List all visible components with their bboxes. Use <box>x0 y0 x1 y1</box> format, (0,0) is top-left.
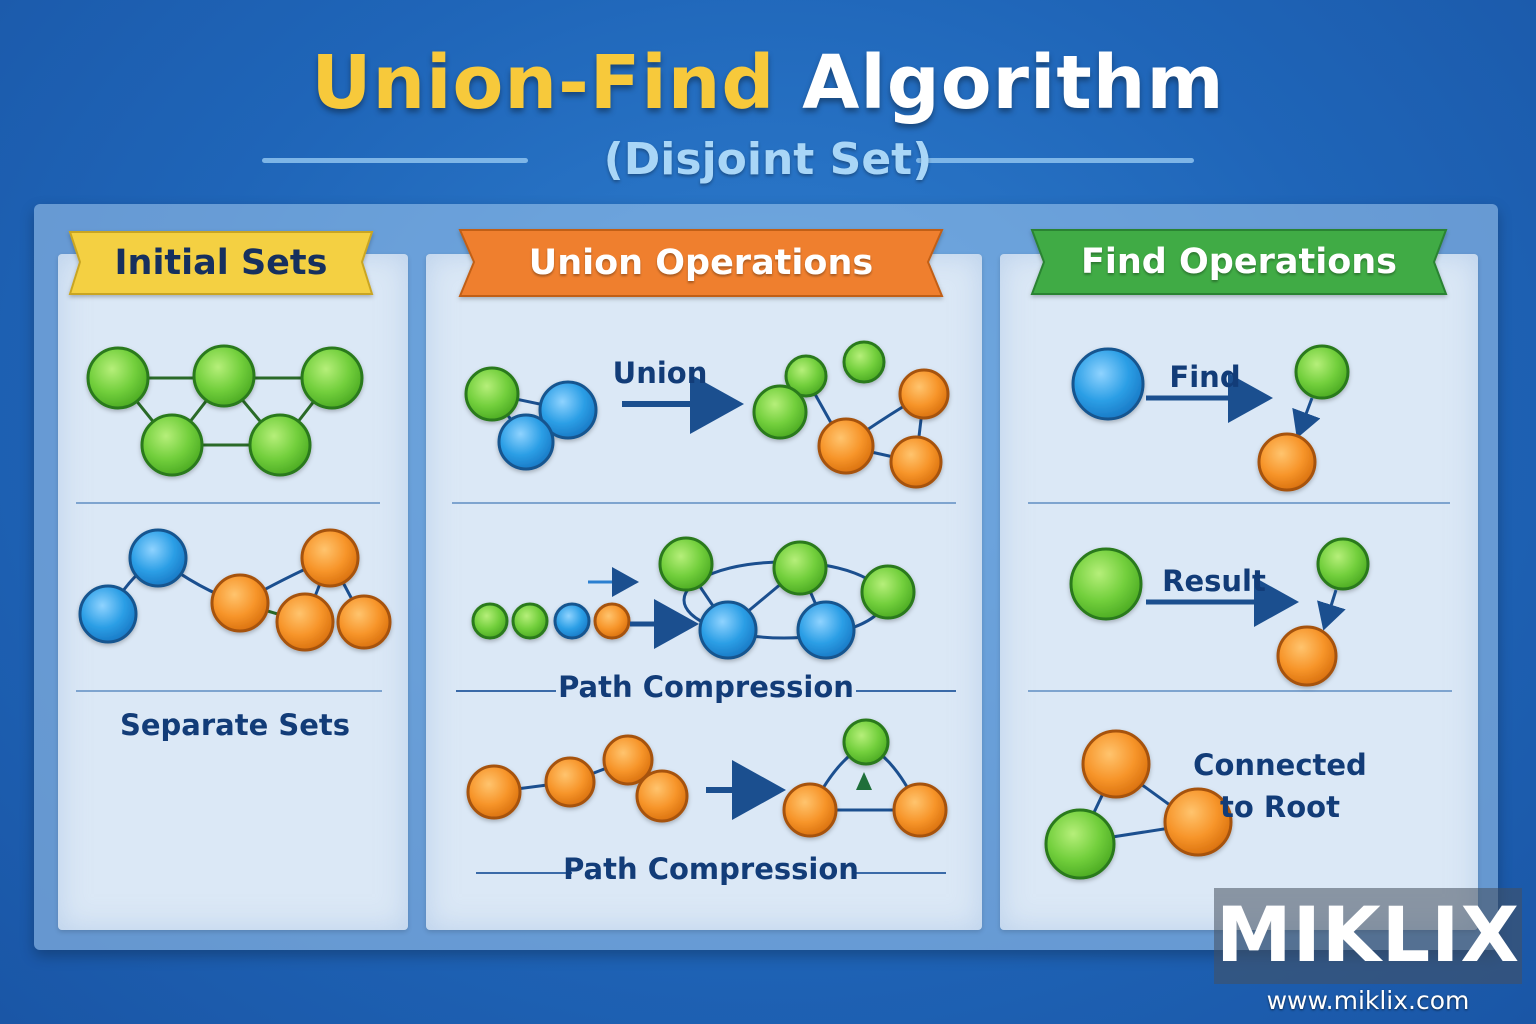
node-green <box>842 340 886 384</box>
title-part2: Algorithm <box>802 40 1225 126</box>
banner-find-operations <box>1030 229 1448 295</box>
node-green <box>658 536 714 592</box>
nodes-compressed-middle <box>658 536 916 660</box>
banner-initial-sets-label-box: Initial Sets <box>70 232 372 294</box>
node-orange <box>336 594 392 650</box>
nodes-initial-green <box>86 344 364 477</box>
node-orange <box>1163 787 1233 857</box>
banner-initial-sets-label: Initial Sets <box>114 243 328 283</box>
node-orange <box>782 782 838 838</box>
divider-initial-2 <box>76 690 382 692</box>
node-green <box>784 354 828 398</box>
node-green <box>86 346 150 410</box>
nodes-union-before <box>464 366 598 471</box>
watermark-text: MIKLIX <box>1215 890 1521 979</box>
node-orange <box>210 573 270 633</box>
node-green <box>1294 344 1350 400</box>
find-row <box>1071 344 1350 492</box>
tree-bottom-nodes <box>782 718 948 838</box>
node-blue <box>497 413 555 471</box>
node-green <box>140 413 204 477</box>
node-orange <box>817 417 875 475</box>
node-green <box>464 366 520 422</box>
page-subtitle: (Disjoint Set) <box>603 134 933 185</box>
divider-find-2 <box>1028 690 1452 692</box>
node-green <box>752 384 808 440</box>
node-blue <box>538 380 598 440</box>
node-green <box>192 344 256 408</box>
node-orange <box>1081 729 1151 799</box>
divider-initial-1 <box>76 502 380 504</box>
watermark-url: www.miklix.com <box>1266 986 1470 1015</box>
node-orange <box>892 782 948 838</box>
node-blue <box>796 600 856 660</box>
node-orange <box>593 602 631 640</box>
node-orange <box>602 734 654 786</box>
caption-path-compression-2-text: Path Compression <box>563 852 859 886</box>
node-orange <box>466 764 522 820</box>
caption-path-compression-1: Path Compression <box>456 670 956 710</box>
node-blue <box>128 528 188 588</box>
title-part1: Union-Find <box>311 40 776 126</box>
node-orange <box>300 528 360 588</box>
node-orange <box>275 592 335 652</box>
node-green <box>842 718 890 766</box>
node-green <box>471 602 509 640</box>
banner-find-label-box: Find Operations <box>1032 230 1446 294</box>
node-blue <box>553 602 591 640</box>
node-blue <box>698 600 758 660</box>
chain-middle <box>471 602 631 640</box>
label-union: Union <box>612 356 708 390</box>
banner-find-operations-label: Find Operations <box>1080 242 1397 282</box>
node-green <box>1316 537 1370 591</box>
connected-group <box>1044 729 1233 880</box>
page-title: Union-Find Algorithm <box>0 40 1536 126</box>
node-orange <box>1276 625 1338 687</box>
node-blue <box>78 584 138 644</box>
banner-union-label-box: Union Operations <box>460 230 942 296</box>
banner-initial-sets <box>68 231 374 295</box>
result-row <box>1069 537 1370 687</box>
subtitle-line-right <box>916 158 1194 163</box>
subtitle-line-left <box>262 158 528 163</box>
node-orange <box>635 769 689 823</box>
nodes-initial-mixed <box>78 528 392 652</box>
node-green <box>860 564 916 620</box>
divider-union-1 <box>452 502 956 504</box>
label-find: Find <box>1169 360 1241 394</box>
node-green <box>511 602 549 640</box>
caption-path-compression-1-text: Path Compression <box>558 670 854 704</box>
node-green <box>1044 808 1116 880</box>
node-green <box>772 540 828 596</box>
chain-bottom-nodes <box>466 734 689 823</box>
banner-union-operations-label: Union Operations <box>528 243 874 283</box>
node-green <box>248 413 312 477</box>
node-orange <box>1257 432 1317 492</box>
nodes-union-after <box>752 340 950 489</box>
node-green <box>300 346 364 410</box>
banner-union-operations <box>458 229 944 297</box>
subtitle-block: (Disjoint Set) <box>0 132 1536 188</box>
node-orange <box>898 368 950 420</box>
label-result: Result <box>1162 564 1266 598</box>
node-orange <box>544 756 596 808</box>
divider-find-1 <box>1028 502 1450 504</box>
caption-separate-sets: Separate Sets <box>119 708 351 742</box>
node-orange <box>889 435 943 489</box>
caption-connected-to-root: Connected to Root <box>1193 748 1367 824</box>
watermark-logo: MIKLIX <box>1214 888 1522 984</box>
root-pointer <box>856 772 872 790</box>
node-blue <box>1071 347 1145 421</box>
node-green <box>1069 547 1143 621</box>
caption-path-compression-2: Path Compression <box>476 852 946 892</box>
